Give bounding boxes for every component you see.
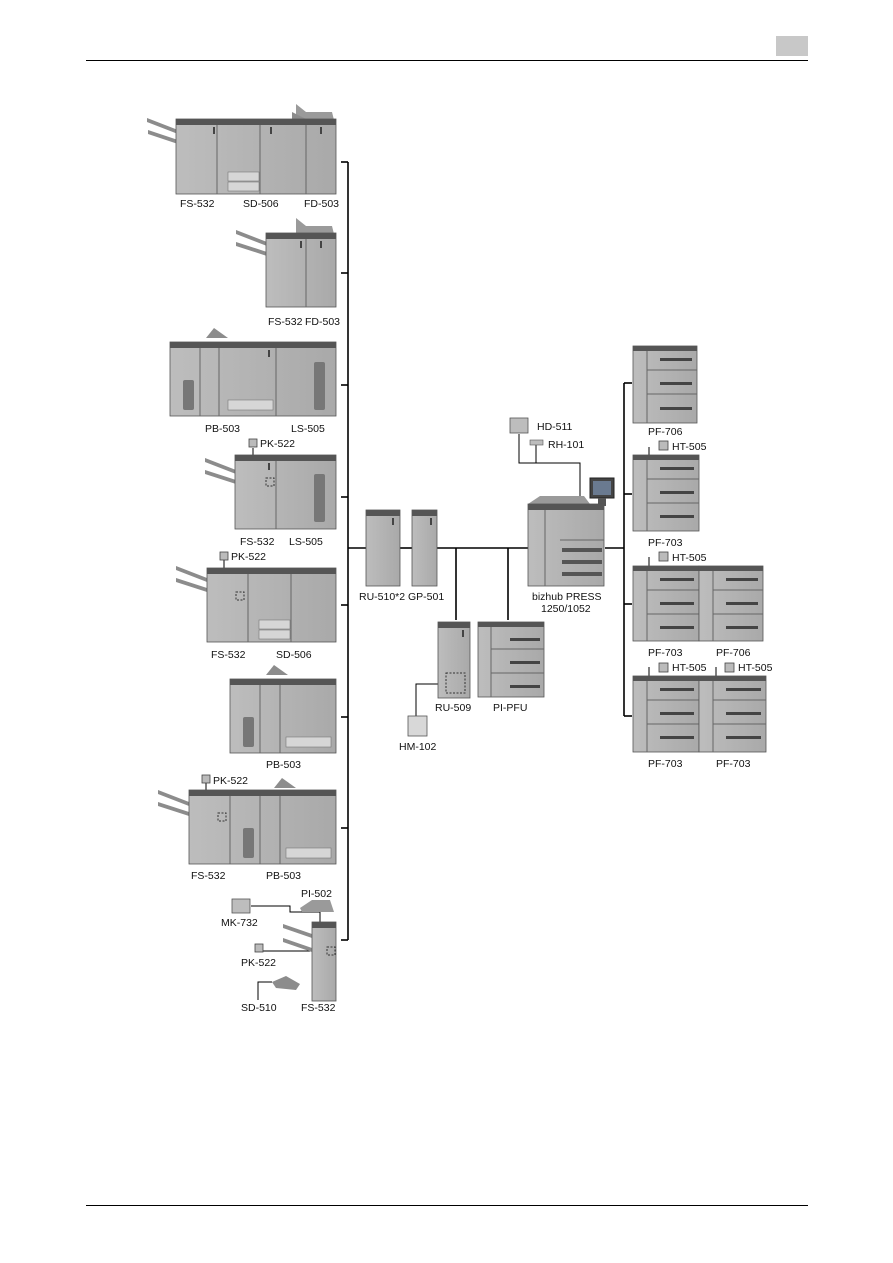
label-pk522-1: PK-522	[260, 438, 295, 450]
label-pf706-2: PF-706	[716, 647, 751, 659]
pk522-box-4	[254, 943, 264, 953]
unit-pf706-1	[632, 345, 698, 424]
label-ht505-2: HT-505	[672, 552, 707, 564]
label-rh101: RH-101	[548, 439, 584, 451]
label-pf703-4: PF-703	[716, 758, 751, 770]
hd511-unit	[509, 417, 529, 434]
label-ru509: RU-509	[435, 702, 471, 714]
unit-ru509	[437, 621, 471, 699]
label-ht505-3: HT-505	[672, 662, 707, 674]
label-fs532-1: FS-532	[180, 198, 215, 210]
unit-fs532-small	[272, 921, 337, 1002]
main-unit-bizhub	[527, 477, 615, 587]
label-pk522-3: PK-522	[213, 775, 248, 787]
label-pf703-1: PF-703	[648, 537, 683, 549]
unit-fs532-sd506	[176, 566, 337, 643]
unit-fs532-ls505	[205, 454, 337, 530]
pk522-box-1	[248, 438, 258, 448]
label-pb503-2: PB-503	[266, 759, 301, 771]
label-pb503-3: PB-503	[266, 870, 301, 882]
label-pf706-1: PF-706	[648, 426, 683, 438]
label-pf703-2: PF-703	[648, 647, 683, 659]
label-sd506-2: SD-506	[276, 649, 312, 661]
label-ls505-2: LS-505	[289, 536, 323, 548]
unit-pi-pfu	[477, 621, 545, 698]
ht505-box-2	[658, 551, 669, 562]
label-ht505-1: HT-505	[672, 441, 707, 453]
mk732-unit	[231, 898, 251, 914]
label-pi502: PI-502	[301, 888, 332, 900]
rh101-unit	[529, 439, 544, 446]
hm102-unit	[407, 715, 428, 737]
label-ht505-4: HT-505	[738, 662, 773, 674]
ht505-box-3	[658, 662, 669, 673]
label-main-line2: 1250/1052	[541, 603, 591, 615]
label-fs532-5: FS-532	[191, 870, 226, 882]
chapter-tab	[776, 36, 808, 56]
label-gp501: GP-501	[408, 591, 444, 603]
ht505-box-4	[724, 662, 735, 673]
unit-ru510	[365, 509, 401, 587]
unit-gp501	[411, 509, 438, 587]
label-pk522-4: PK-522	[241, 957, 276, 969]
pk522-box-3	[201, 774, 211, 784]
pi502-unit	[300, 900, 334, 912]
unit-pf703-1	[632, 454, 700, 532]
label-fs532-2: FS-532	[268, 316, 303, 328]
label-fd503-2: FD-503	[305, 316, 340, 328]
label-hm102: HM-102	[399, 741, 437, 753]
label-fs532-4: FS-532	[211, 649, 246, 661]
unit-fs532-pb503	[158, 778, 337, 865]
unit-pb503-ls505	[169, 328, 337, 417]
label-pk522-2: PK-522	[231, 551, 266, 563]
unit-fs532-sd506-fd503	[147, 104, 337, 195]
label-mk732: MK-732	[221, 917, 258, 929]
unit-pf703-pf703	[632, 675, 767, 753]
label-sd506-1: SD-506	[243, 198, 279, 210]
label-pf703-3: PF-703	[648, 758, 683, 770]
label-fs532-3: FS-532	[240, 536, 275, 548]
unit-fs532-fd503	[236, 218, 337, 308]
label-main-line1: bizhub PRESS	[532, 591, 601, 603]
footer-rule	[86, 1205, 808, 1206]
label-ls505-1: LS-505	[291, 423, 325, 435]
label-pipfu: PI-PFU	[493, 702, 527, 714]
ht505-box-1	[658, 440, 669, 451]
label-pb503-1: PB-503	[205, 423, 240, 435]
label-fs532-6: FS-532	[301, 1002, 336, 1014]
label-fd503-1: FD-503	[304, 198, 339, 210]
label-ru510: RU-510*2	[359, 591, 405, 603]
unit-pb503	[229, 665, 337, 754]
connector-lines	[341, 161, 632, 941]
header-rule	[86, 60, 808, 61]
label-sd510: SD-510	[241, 1002, 277, 1014]
pk522-box-2	[219, 551, 229, 561]
unit-pf703-pf706	[632, 565, 764, 642]
label-hd511: HD-511	[537, 421, 573, 433]
